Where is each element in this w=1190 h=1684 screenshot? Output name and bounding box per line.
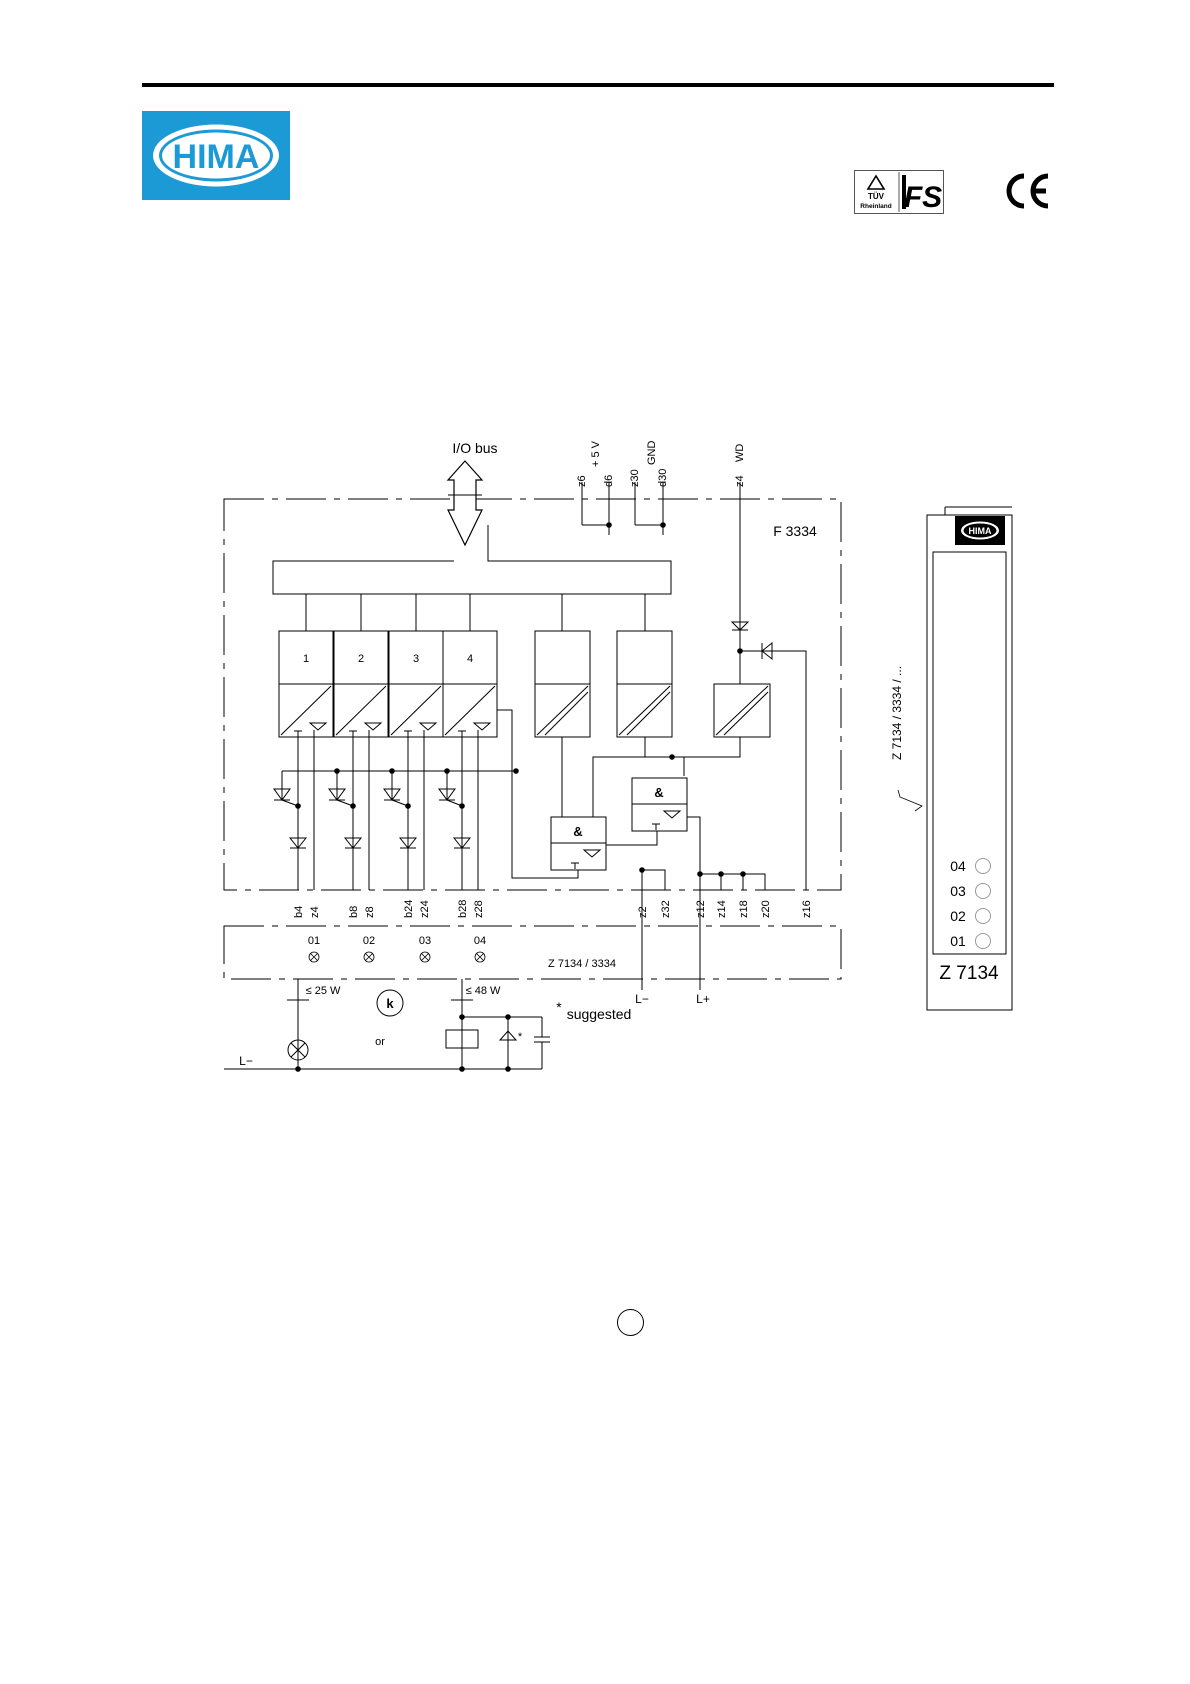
supply-gnd-label: GND	[646, 441, 658, 466]
channel-label-1: 1	[303, 653, 309, 665]
pin-b4: b4	[293, 906, 305, 918]
front-led-01-icon	[976, 934, 991, 949]
channel-label-2: 2	[358, 653, 364, 665]
relay-rating-label: ≤ 48 W	[466, 985, 501, 997]
plug-output-01: 01	[308, 935, 320, 947]
module-name-label: F 3334	[773, 523, 817, 539]
or-label: or	[375, 1036, 385, 1048]
bus-pin-d6: d6	[603, 475, 615, 487]
and-gate-1-label: &	[573, 824, 582, 839]
supply-5v-label: + 5 V	[590, 440, 602, 467]
pin-b8: b8	[348, 906, 360, 918]
front-led-03-icon	[976, 884, 991, 899]
front-panel-plate-label: Z 7134	[939, 963, 999, 984]
front-panel-side-label: Z 7134 / 3334 / ...	[890, 666, 904, 760]
front-led-04-icon	[976, 859, 991, 874]
pin-z4: z4	[309, 906, 321, 918]
pin-z14: z14	[716, 900, 728, 918]
pin-z20: z20	[760, 900, 772, 918]
front-led-02-icon	[976, 909, 991, 924]
contactor-k-label: k	[386, 996, 394, 1011]
front-led-label-03: 03	[950, 883, 966, 899]
front-led-label-04: 04	[950, 858, 966, 874]
front-led-label-02: 02	[950, 908, 966, 924]
pin-b28: b28	[457, 900, 469, 918]
front-led-label-01: 01	[950, 933, 966, 949]
pin-z2: z2	[637, 906, 649, 918]
front-panel-logo-text: HIMA	[969, 526, 992, 536]
pin-z16: z16	[801, 900, 813, 918]
io-bus-label: I/O bus	[452, 440, 497, 456]
pin-b24: b24	[403, 900, 415, 918]
suggested-note: suggested	[567, 1006, 632, 1022]
pin-z18: z18	[738, 900, 750, 918]
capacitor-asterisk: *	[518, 1031, 523, 1043]
lamp-rating-label: ≤ 25 W	[306, 985, 341, 997]
suggested-asterisk: *	[556, 999, 562, 1015]
pin-z12: z12	[695, 900, 707, 918]
front-panel-window	[933, 552, 1006, 954]
bus-pin-z30: z30	[629, 469, 641, 487]
pin-z8: z8	[364, 906, 376, 918]
pin-z32: z32	[660, 900, 672, 918]
bus-pin-z4: z4	[734, 475, 746, 487]
channel-label-3: 3	[413, 653, 419, 665]
plug-lplus-label: L+	[696, 992, 710, 1006]
cable-plug-name: Z 7134 / 3334	[548, 958, 616, 970]
and-gate-2-label: &	[654, 785, 663, 800]
pin-z24: z24	[419, 900, 431, 918]
plug-output-03: 03	[419, 935, 431, 947]
supply-wd-label: WD	[734, 444, 746, 462]
pin-z28: z28	[473, 900, 485, 918]
io-bus-arrow-icon	[448, 461, 482, 545]
plug-output-02: 02	[363, 935, 375, 947]
plug-lminus-label: L−	[635, 992, 649, 1006]
page-marker-circle	[617, 1309, 644, 1336]
load-lminus-label: L−	[239, 1054, 253, 1068]
bus-pin-d30: d30	[657, 469, 669, 487]
bus-pin-z6: z6	[576, 475, 588, 487]
plug-output-04: 04	[474, 935, 486, 947]
channel-label-4: 4	[467, 653, 473, 665]
